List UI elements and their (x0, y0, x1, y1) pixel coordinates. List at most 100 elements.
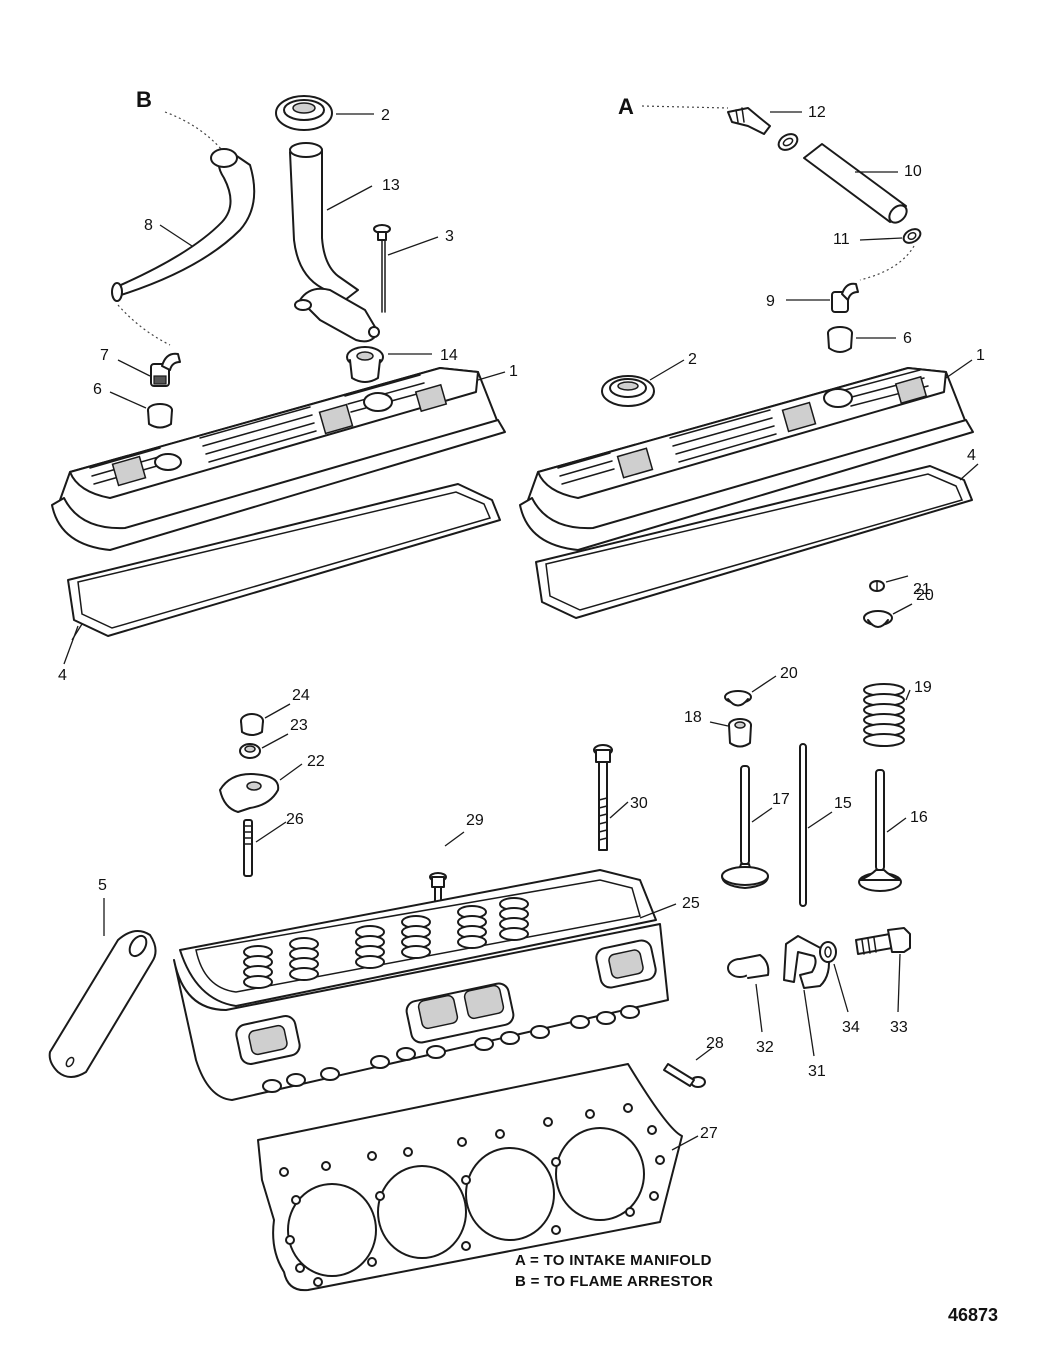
leader-18 (709, 721, 729, 727)
callout-6a: 6 (93, 381, 102, 398)
callout-17: 17 (772, 791, 790, 808)
leader-33 (897, 953, 901, 1013)
leader-32 (755, 983, 763, 1033)
leader-1b (945, 359, 973, 379)
leader-6a (109, 391, 147, 409)
cylinder-head-25 (173, 869, 669, 1101)
dotted-line-A (641, 105, 729, 109)
callout-4b: 4 (967, 447, 976, 464)
callout-30: 30 (630, 795, 648, 812)
leader-25 (639, 903, 677, 919)
callout-33: 33 (890, 1019, 908, 1036)
leader-8 (159, 224, 193, 247)
leader-16 (886, 817, 907, 833)
grommet-6-right (827, 326, 853, 353)
leader-29 (444, 831, 465, 847)
callout-2b: 2 (688, 351, 697, 368)
pushrod-15 (799, 743, 807, 907)
valve-cover-1-left (51, 367, 506, 551)
leader-27 (671, 1135, 699, 1151)
valve-retainer-20-right (863, 610, 893, 628)
callout-3: 3 (445, 228, 454, 245)
valve-spring-19 (863, 683, 905, 747)
callout-5: 5 (98, 877, 107, 894)
bolt-28 (663, 1063, 706, 1088)
spacer-32 (727, 954, 770, 979)
callout-1b: 1 (976, 347, 985, 364)
leader-3 (387, 236, 439, 256)
leader-20a (892, 603, 913, 615)
rocker-stud-26 (243, 819, 253, 877)
callout-8: 8 (144, 217, 153, 234)
callout-13: 13 (382, 177, 400, 194)
callout-27: 27 (700, 1125, 718, 1142)
callout-18: 18 (684, 709, 702, 726)
legend-b: B = TO FLAME ARRESTOR (515, 1273, 714, 1290)
hose-fitting-12 (727, 107, 771, 135)
callout-16: 16 (910, 809, 928, 826)
leader-28 (695, 1047, 713, 1061)
valve-seal-18 (728, 718, 752, 748)
callout-32: 32 (756, 1039, 774, 1056)
leader-34 (833, 963, 849, 1013)
leader-15 (807, 811, 833, 829)
leader-23 (261, 733, 289, 749)
callout-B: B (136, 87, 152, 112)
valve-retainer-20-center (724, 690, 752, 707)
valve-keeper-21 (869, 580, 885, 592)
dotted-line-8 (117, 304, 171, 346)
oil-fill-tube-13 (289, 142, 380, 343)
grommet-14 (346, 346, 384, 383)
dotted-line-B (164, 111, 223, 151)
callout-4a: 4 (58, 667, 67, 684)
leader-1a (477, 371, 506, 381)
leader-13 (326, 185, 373, 211)
leader-17 (751, 807, 773, 823)
exhaust-valve-16 (858, 769, 902, 892)
hose-clamp-11-top (777, 133, 799, 151)
callout-A: A (618, 94, 634, 119)
callout-10: 10 (904, 163, 922, 180)
dotted-line-11 (859, 245, 915, 281)
callout-6b: 6 (903, 330, 912, 347)
callout-26: 26 (286, 811, 304, 828)
callout-29: 29 (466, 812, 484, 829)
callout-11: 11 (833, 231, 850, 248)
leader-2b (649, 359, 685, 381)
bolt-33 (855, 927, 911, 955)
valve-cover-1-right (519, 367, 974, 551)
leader-22 (279, 763, 303, 781)
callout-20b: 20 (780, 665, 798, 682)
leader-21 (885, 575, 909, 583)
callout-25: 25 (682, 895, 700, 912)
callout-20a: 20 (916, 587, 934, 604)
leader-4a-line (63, 625, 79, 665)
oil-fill-cap-2-right (601, 375, 655, 407)
callout-19: 19 (914, 679, 932, 696)
grommet-6-left (147, 403, 173, 429)
callout-15: 15 (834, 795, 852, 812)
callout-9: 9 (766, 293, 775, 310)
callout-7: 7 (100, 347, 109, 364)
leader-4b (959, 463, 979, 481)
leader-20b (751, 675, 777, 693)
callout-28: 28 (706, 1035, 724, 1052)
head-gasket-27 (257, 1063, 683, 1292)
intake-valve-17 (721, 765, 769, 889)
callout-1a: 1 (509, 363, 518, 380)
legend-a: A = TO INTAKE MANIFOLD (515, 1252, 712, 1269)
leader-19 (905, 689, 911, 701)
callout-22: 22 (307, 753, 325, 770)
pushrod-guide-5 (48, 930, 157, 1078)
callout-21: 21 (913, 581, 931, 598)
washer-34 (819, 941, 837, 963)
rocker-arm-22 (219, 773, 280, 813)
leader-7 (117, 359, 151, 377)
valve-cover-gasket-4-right (535, 465, 973, 619)
leader-30 (609, 801, 629, 819)
callout-24: 24 (292, 687, 310, 704)
valve-cover-gasket-4-left (67, 483, 501, 637)
pcv-elbow-9 (831, 282, 859, 313)
callout-31: 31 (808, 1063, 826, 1080)
